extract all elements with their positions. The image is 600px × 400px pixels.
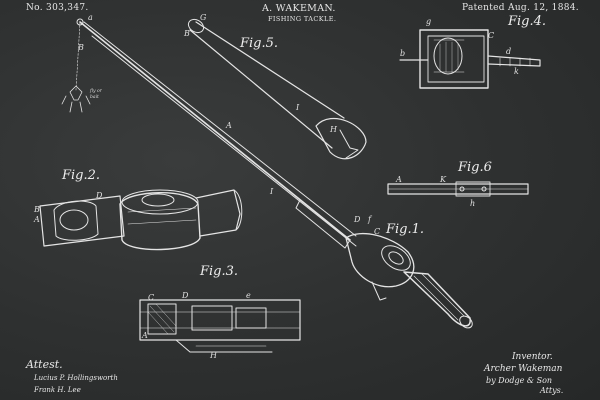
svg-text:D: D: [181, 291, 189, 300]
fig6-label: Fig.6: [458, 160, 492, 175]
inventor-label: Inventor.: [512, 352, 553, 362]
attest-label: Attest.: [26, 358, 63, 371]
svg-text:k: k: [514, 67, 519, 76]
svg-text:I: I: [295, 103, 300, 112]
svg-text:b: b: [400, 49, 405, 58]
patent-title: FISHING TACKLE.: [268, 15, 337, 23]
fig2-label: Fig.2.: [62, 168, 101, 183]
svg-text:K: K: [439, 175, 447, 184]
patent-number: No. 303,347.: [26, 3, 89, 13]
attorney-suffix: Attys.: [540, 386, 564, 395]
svg-text:C: C: [488, 31, 494, 40]
fig4-label: Fig.4.: [508, 14, 547, 29]
svg-text:f: f: [367, 215, 373, 224]
svg-text:G: G: [200, 13, 207, 22]
svg-text:A: A: [395, 175, 402, 184]
fig3-label: Fig.3.: [200, 264, 239, 279]
fig5-drawing: [187, 18, 367, 160]
svg-text:g: g: [426, 17, 431, 26]
svg-text:d: d: [506, 47, 511, 56]
svg-text:bait: bait: [90, 94, 99, 100]
patent-date: Patented Aug. 12, 1884.: [462, 3, 579, 13]
fig5-label: Fig.5.: [240, 36, 279, 51]
witness-1: Lucius P. Hollingsworth: [34, 374, 118, 382]
svg-text:B: B: [77, 43, 84, 52]
svg-text:B: B: [33, 205, 40, 214]
fig2-drawing: [39, 189, 243, 251]
inventor-signature: Archer Wakeman: [484, 364, 563, 374]
svg-text:D: D: [353, 215, 361, 224]
svg-text:B: B: [183, 29, 190, 38]
fig6-drawing: [387, 181, 529, 197]
svg-text:a: a: [88, 13, 93, 22]
reference-letters: a B B G I H A I D f C B A D C D A e H g …: [33, 13, 519, 360]
fig4-drawing: [399, 29, 541, 89]
witness-2: Frank H. Lee: [34, 386, 81, 394]
svg-text:H: H: [329, 125, 338, 134]
svg-text:h: h: [470, 199, 475, 208]
svg-text:e: e: [246, 291, 251, 300]
attorney-signature: by Dodge & Son: [486, 376, 553, 385]
svg-text:C: C: [374, 227, 380, 236]
svg-text:A: A: [141, 331, 148, 340]
svg-text:fly or: fly or: [89, 88, 103, 94]
svg-text:C: C: [148, 293, 154, 302]
svg-text:I: I: [269, 187, 274, 196]
svg-text:A: A: [33, 215, 40, 224]
lure-note: fly or bait: [89, 88, 103, 100]
fig1-rod-drawing: [61, 18, 473, 329]
fig1-label: Fig.1.: [386, 222, 425, 237]
svg-text:H: H: [209, 351, 218, 360]
svg-text:A: A: [225, 121, 232, 130]
fig3-drawing: [139, 299, 301, 353]
inventor-name: A. WAKEMAN.: [262, 3, 336, 14]
svg-text:D: D: [95, 191, 103, 200]
